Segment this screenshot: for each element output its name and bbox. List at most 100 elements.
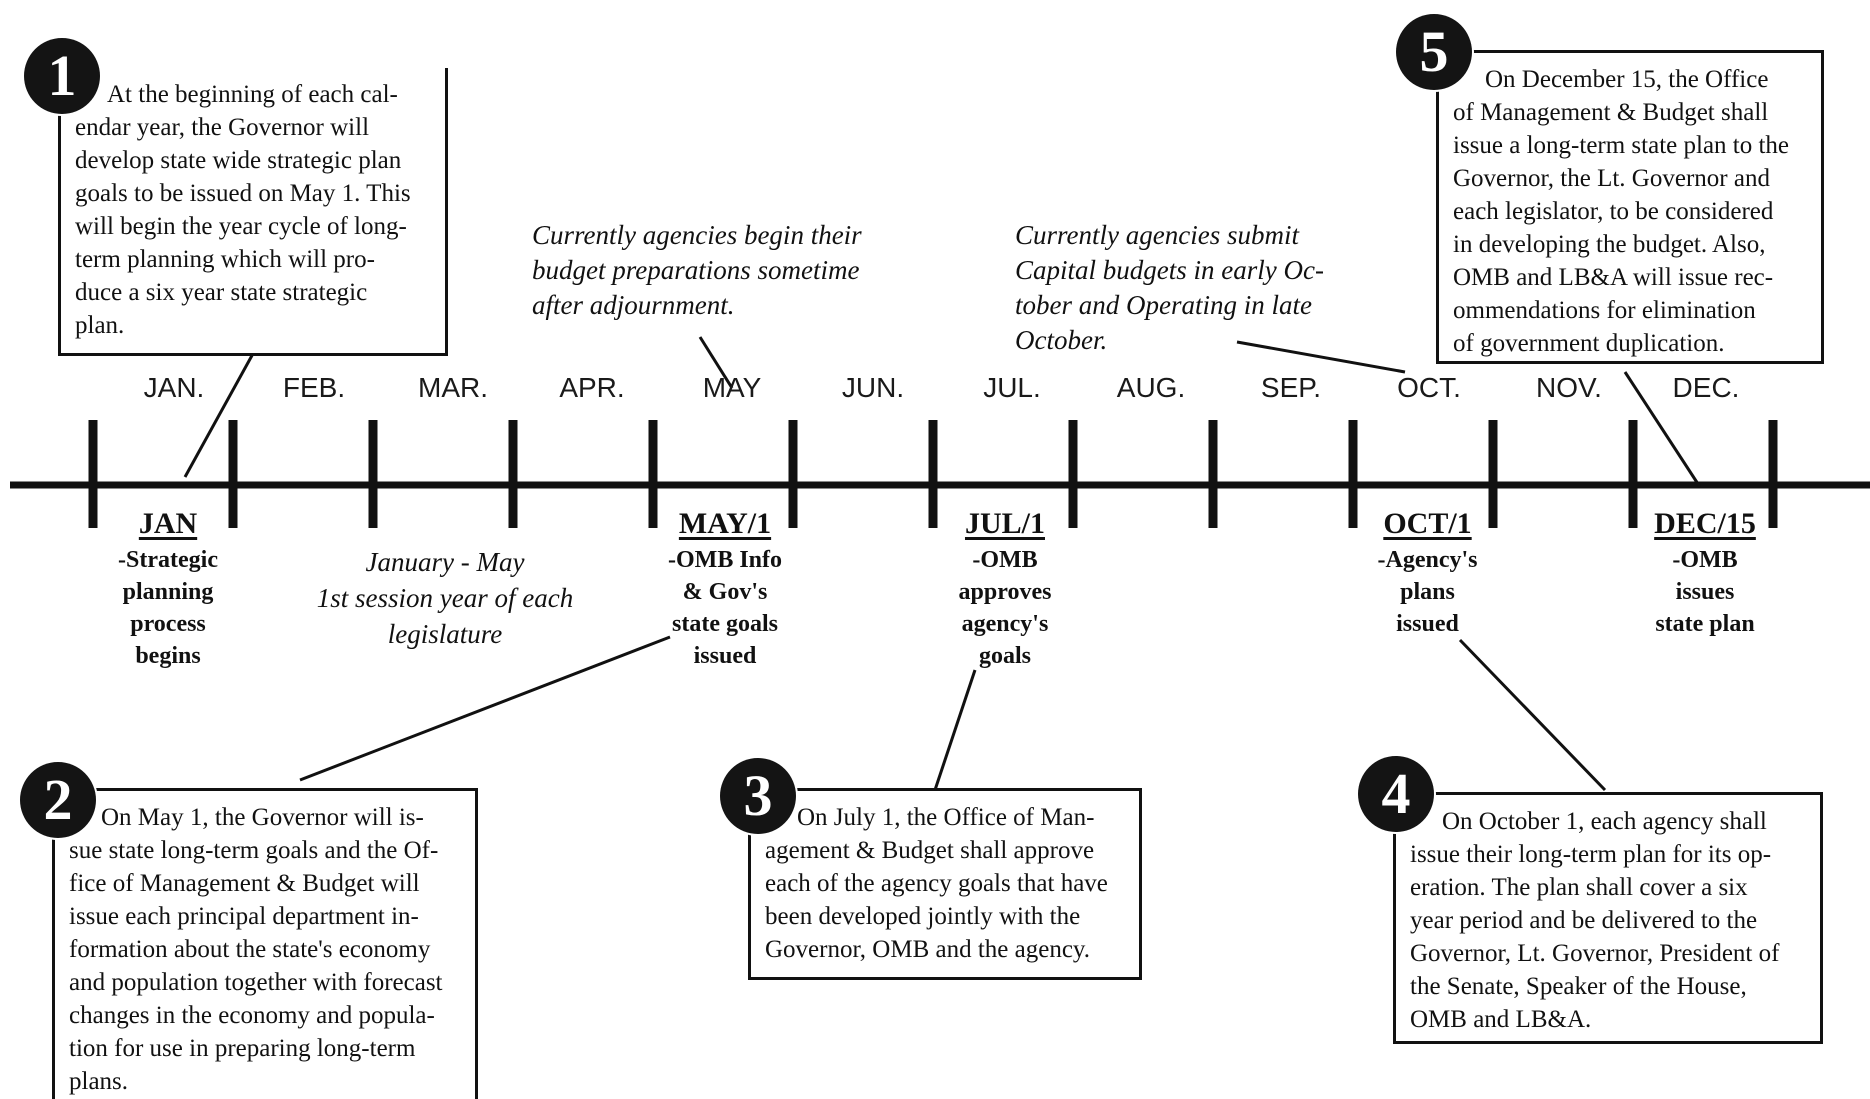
month-label-nov: NOV. xyxy=(1536,372,1602,403)
step-1-number-badge: 1 xyxy=(24,38,100,114)
session-line: January - May xyxy=(365,547,525,577)
step-text-line: the Senate, Speaker of the House, xyxy=(1410,973,1747,1000)
milestone-text-line: goals xyxy=(978,643,1031,669)
month-label-sep: SEP. xyxy=(1260,372,1322,403)
milestone-text-line: state goals xyxy=(672,611,778,637)
milestone-text-line: process xyxy=(130,611,206,637)
step-text-line: duce a six year state strategic xyxy=(75,279,368,306)
step-3-box: On July 1, the Office of Man- agement & … xyxy=(748,788,1142,980)
milestone-text-line: & Gov's xyxy=(682,579,768,605)
connector-oct-note xyxy=(1236,340,1406,374)
connector-step2-may xyxy=(299,635,671,782)
note-line: Currently agencies begin their xyxy=(532,220,862,250)
month-label-oct: OCT. xyxy=(1397,372,1461,403)
step-text-line: formation about the state's economy xyxy=(69,936,431,963)
session-line: legislature xyxy=(387,619,503,649)
legislative-session-note: January - May 1st session year of each l… xyxy=(290,544,600,652)
step-text-line: Governor, Lt. Governor, President of xyxy=(1410,940,1780,967)
milestone-text-line: issued xyxy=(1396,611,1459,637)
connector-step4-oct xyxy=(1458,638,1607,792)
note-line: Capital budgets in early Oc- xyxy=(1015,255,1324,285)
step-text-line: OMB and LB&A will issue rec- xyxy=(1453,264,1774,291)
milestone-text-line: planning xyxy=(122,579,214,605)
connector-may-note xyxy=(698,336,734,389)
step-text-line: On May 1, the Governor will is- xyxy=(101,804,424,831)
step-text-line: On December 15, the Office xyxy=(1485,66,1769,93)
milestone-date: OCT/1 xyxy=(1383,507,1472,540)
step-text-line: issue a long-term state plan to the xyxy=(1453,132,1790,159)
milestone-text-line: -OMB xyxy=(972,547,1038,573)
step-text-line: term planning which will pro- xyxy=(75,246,375,273)
step-4-box: On October 1, each agency shall issue th… xyxy=(1393,792,1823,1044)
step-text-line: in developing the budget. Also, xyxy=(1453,231,1766,258)
step-text-line: of government duplication. xyxy=(1453,330,1725,357)
step-text-line: Governor, OMB and the agency. xyxy=(765,936,1091,963)
step-text-line: On July 1, the Office of Man- xyxy=(797,804,1095,831)
milestone-date: JAN xyxy=(138,507,198,540)
milestone-dec-15: DEC/15 -OMB issues state plan xyxy=(1620,506,1790,640)
milestone-text-line: plans xyxy=(1400,579,1455,605)
step-text-line: agement & Budget shall approve xyxy=(765,837,1095,864)
note-line: tober and Operating in late xyxy=(1015,290,1312,320)
milestone-text-line: -Strategic xyxy=(118,547,218,573)
step-text-line: develop state wide strategic plan xyxy=(75,147,402,174)
milestone-text-line: issues xyxy=(1675,579,1735,605)
step-text-line: plan. xyxy=(75,312,125,339)
connector-step1-jan xyxy=(183,349,257,478)
milestone-may-1: MAY/1 -OMB Info & Gov's state goals issu… xyxy=(640,506,810,672)
session-line: 1st session year of each xyxy=(316,583,574,613)
milestone-text-line: agency's xyxy=(961,611,1049,637)
month-label-dec: DEC. xyxy=(1672,372,1740,403)
step-text-line: At the beginning of each cal- xyxy=(107,81,398,108)
milestone-text-line: -OMB Info xyxy=(668,547,782,573)
step-text-line: goals to be issued on May 1. This xyxy=(75,180,411,207)
milestone-text-line: issued xyxy=(693,643,757,669)
step-text-line: sue state long-term goals and the Of- xyxy=(69,837,439,864)
step-text-line: will begin the year cycle of long- xyxy=(75,213,407,240)
milestone-date: JUL/1 xyxy=(964,507,1045,540)
milestone-text-line: begins xyxy=(135,643,201,669)
milestone-text-line: approves xyxy=(958,579,1052,605)
step-text-line: issue each principal department in- xyxy=(69,903,419,930)
milestone-date: MAY/1 xyxy=(678,507,772,540)
note-budget-preparations: Currently agencies begin their budget pr… xyxy=(532,218,862,323)
step-5-number-badge: 5 xyxy=(1396,14,1472,90)
step-2-number-badge: 2 xyxy=(20,762,96,838)
step-5-box: On December 15, the Office of Management… xyxy=(1436,50,1824,364)
step-text-line: of Management & Budget shall xyxy=(1453,99,1769,126)
step-4-number-badge: 4 xyxy=(1358,756,1434,832)
step-text-line: issue their long-term plan for its op- xyxy=(1410,841,1772,868)
note-line: Currently agencies submit xyxy=(1015,220,1299,250)
step-2-box: On May 1, the Governor will is- sue stat… xyxy=(52,788,478,1099)
milestone-jul-1: JUL/1 -OMB approves agency's goals xyxy=(925,506,1085,672)
step-3-number-badge: 3 xyxy=(720,758,796,834)
step-text-line: changes in the economy and popula- xyxy=(69,1002,435,1029)
step-text-line: On October 1, each agency shall xyxy=(1442,808,1767,835)
month-label-apr: APR. xyxy=(559,372,625,403)
milestone-date: DEC/15 xyxy=(1654,507,1756,540)
note-line: budget preparations sometime xyxy=(532,255,860,285)
step-text-line: plans. xyxy=(69,1068,129,1095)
step-text-line: eration. The plan shall cover a six xyxy=(1410,874,1748,901)
month-label-may: MAY xyxy=(702,372,762,403)
month-label-jun: JUN. xyxy=(841,372,905,403)
step-text-line: each legislator, to be considered xyxy=(1453,198,1774,225)
connector-step3-jul xyxy=(933,669,977,791)
step-text-line: been developed jointly with the xyxy=(765,903,1081,930)
milestone-jan: JAN -Strategic planning process begins xyxy=(88,506,248,672)
connector-step5-dec xyxy=(1623,371,1702,488)
milestone-text-line: -Agency's xyxy=(1377,547,1478,573)
step-text-line: endar year, the Governor will xyxy=(75,114,370,141)
month-label-jul: JUL. xyxy=(983,372,1041,403)
month-label-mar: MAR. xyxy=(418,372,488,403)
step-1-box: At the beginning of each cal- endar year… xyxy=(58,68,448,356)
step-text-line: ommendations for elimination xyxy=(1453,297,1756,324)
note-budget-submission: Currently agencies submit Capital budget… xyxy=(1015,218,1324,358)
milestone-oct-1: OCT/1 -Agency's plans issued xyxy=(1345,506,1510,640)
note-line: after adjournment. xyxy=(532,290,735,320)
milestone-text-line: state plan xyxy=(1655,611,1755,637)
step-text-line: tion for use in preparing long-term xyxy=(69,1035,416,1062)
note-line: October. xyxy=(1015,325,1108,355)
